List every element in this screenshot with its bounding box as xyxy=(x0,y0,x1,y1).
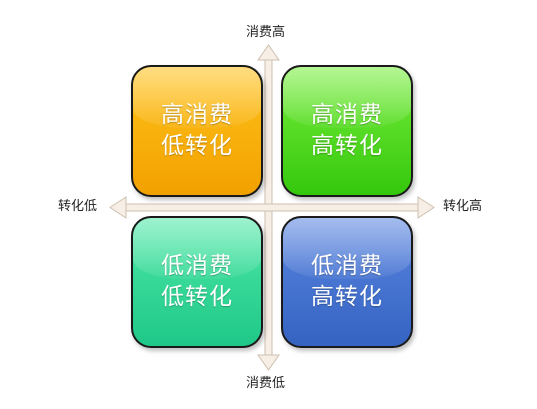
arrow-right-icon xyxy=(417,196,435,219)
arrow-up-icon xyxy=(257,44,280,61)
quadrant-bottom-left: 低消费 低转化 xyxy=(131,216,263,348)
quadrant-line-1: 低消费 xyxy=(311,253,383,279)
quadrant-top-left: 高消费 低转化 xyxy=(131,65,263,197)
quadrant-line-2: 高转化 xyxy=(311,284,383,310)
quadrant-top-right: 高消费 高转化 xyxy=(281,65,413,197)
quadrant-bottom-right: 低消费 高转化 xyxy=(281,216,413,348)
arrow-down-icon xyxy=(257,354,280,371)
arrow-left-icon xyxy=(109,196,127,219)
axis-label-left: 转化低 xyxy=(58,199,98,214)
quadrant-line-2: 低转化 xyxy=(161,133,233,159)
axis-label-right: 转化高 xyxy=(443,199,483,214)
axis-label-top: 消费高 xyxy=(246,25,286,40)
quadrant-line-1: 低消费 xyxy=(161,253,233,279)
quadrant-line-2: 低转化 xyxy=(161,284,233,310)
quadrant-line-1: 高消费 xyxy=(161,102,233,128)
quadrant-line-2: 高转化 xyxy=(311,133,383,159)
axis-label-bottom: 消费低 xyxy=(246,376,286,391)
quadrant-line-1: 高消费 xyxy=(311,102,383,128)
horizontal-axis xyxy=(123,203,421,212)
